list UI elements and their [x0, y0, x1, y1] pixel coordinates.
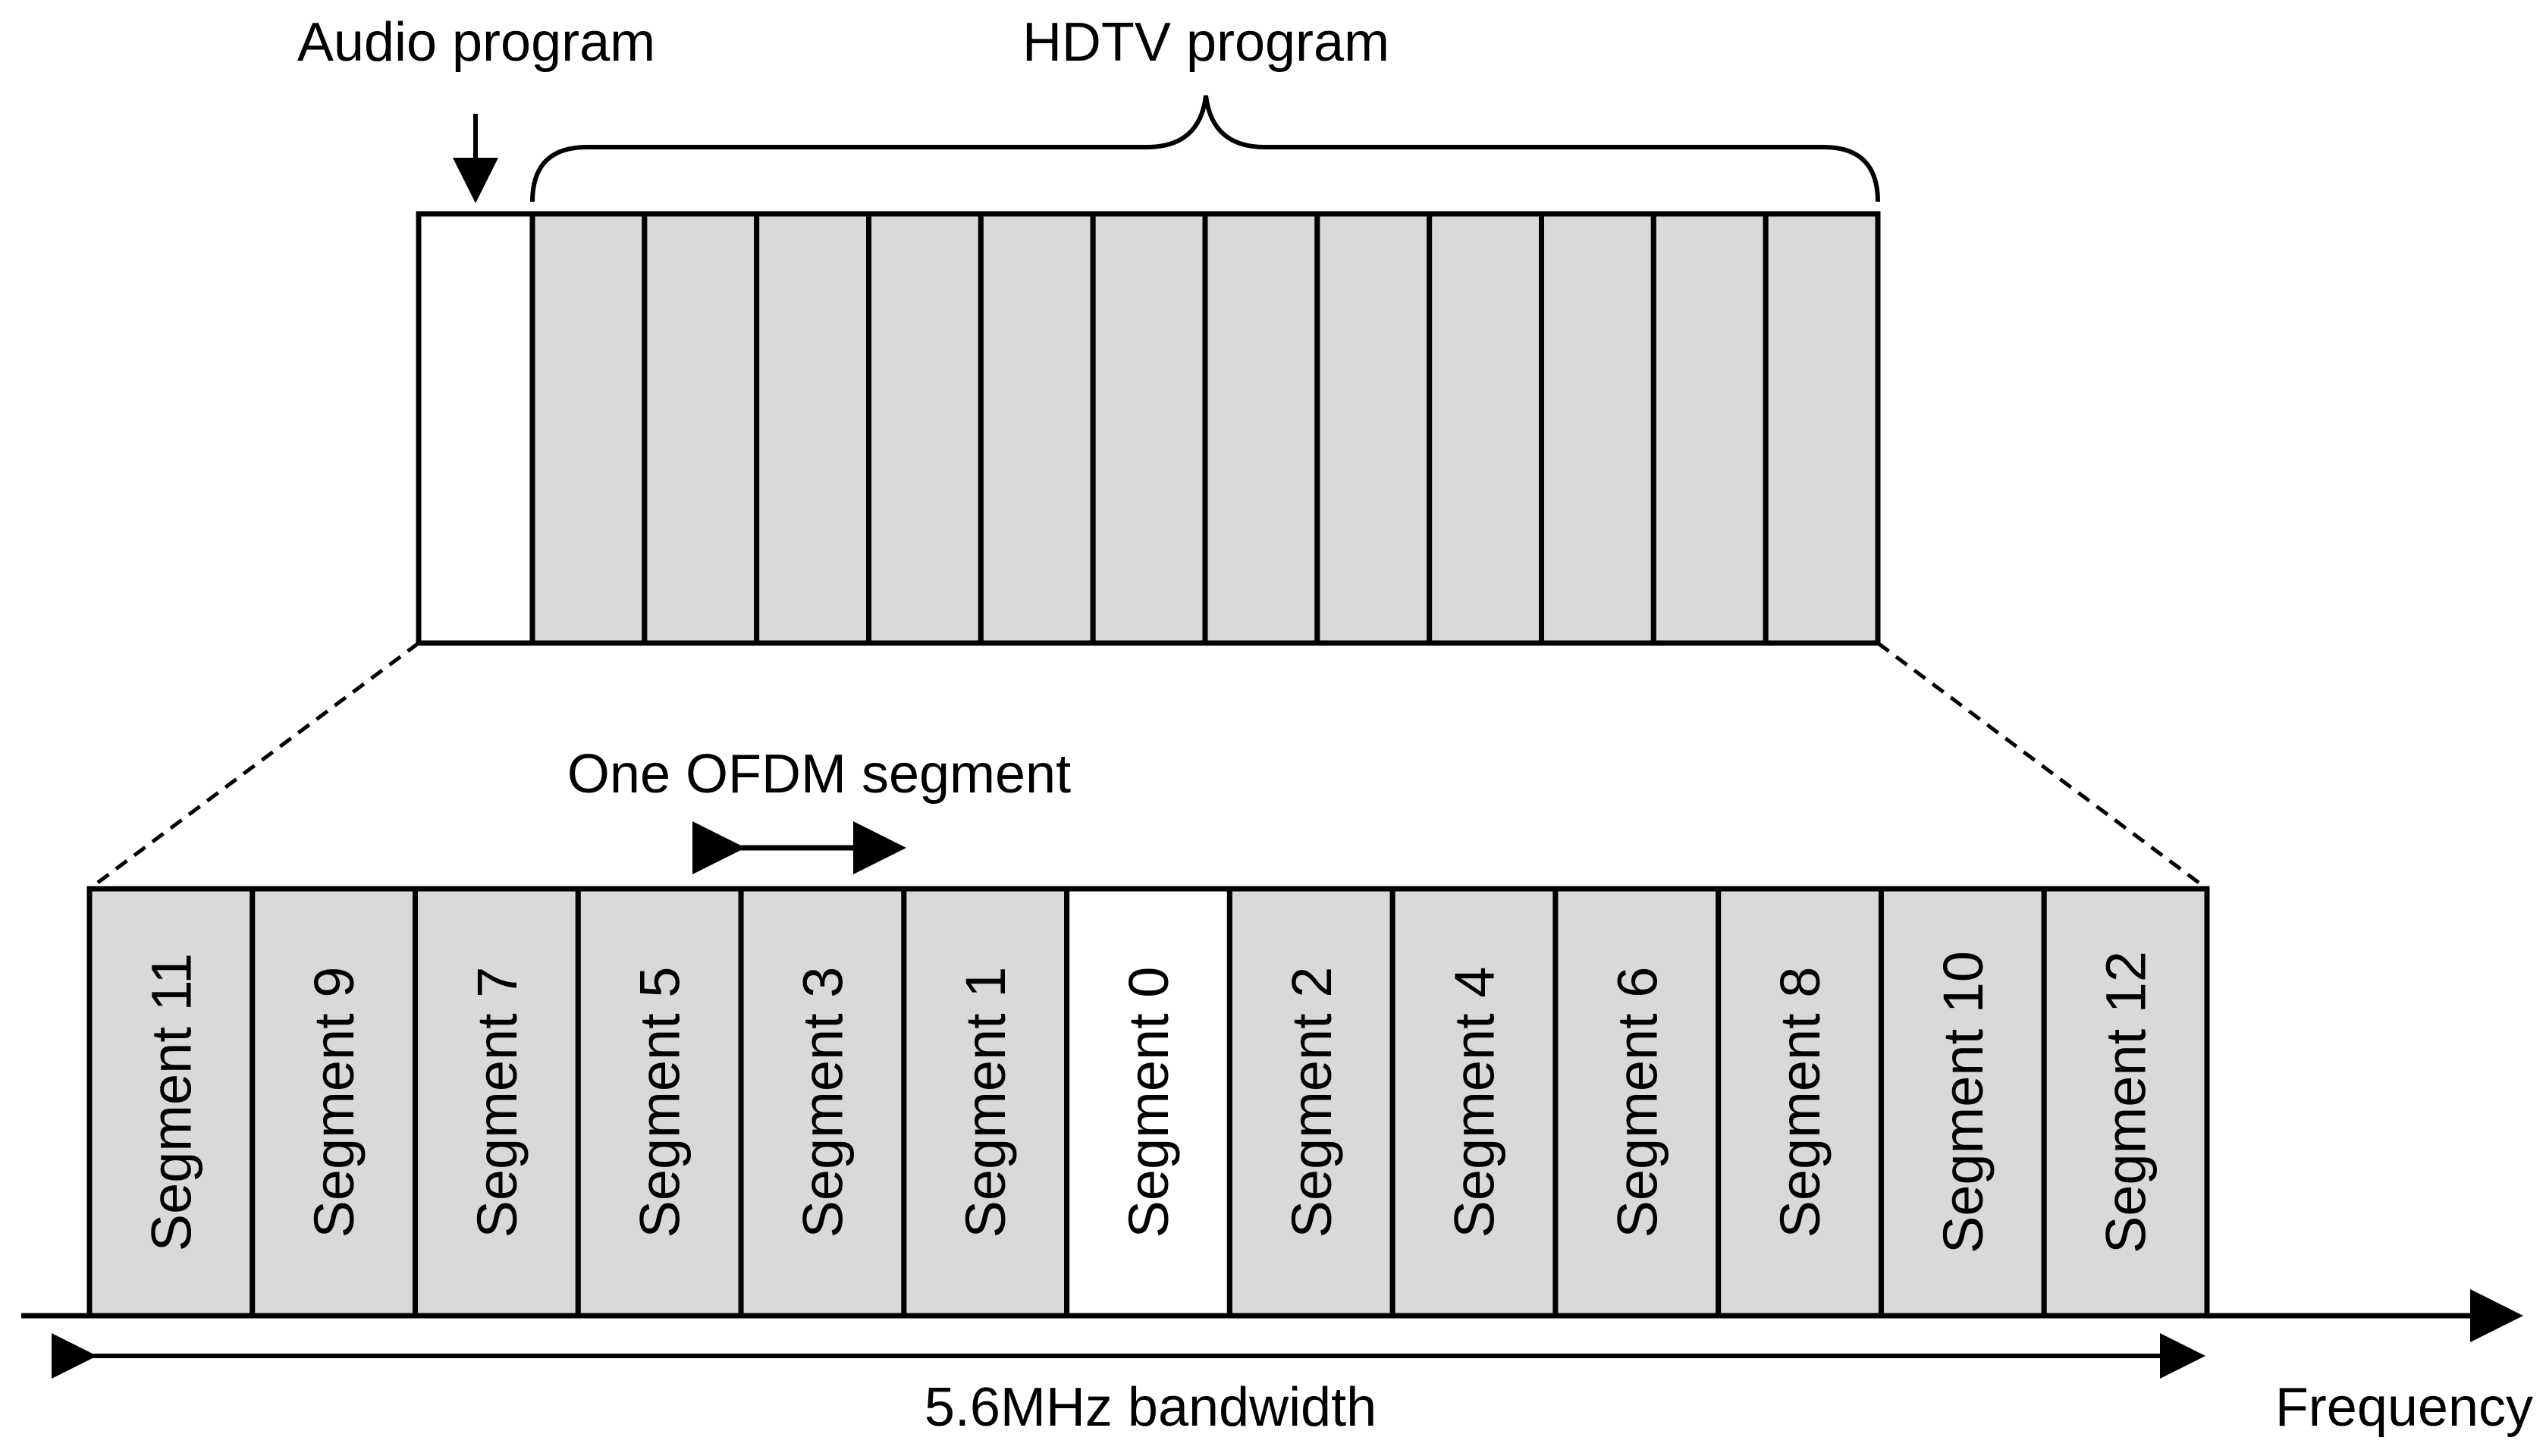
- hdtv-brace: [530, 95, 1880, 202]
- frequency-label: Frequency: [2275, 1377, 2533, 1438]
- segment-box: [1878, 886, 2047, 1319]
- segment-label: Segment 10: [1932, 951, 1995, 1254]
- hdtv-program-cell: [1763, 211, 1881, 646]
- hdtv-program-cell: [642, 211, 760, 646]
- segment-label: Segment 0: [1117, 967, 1180, 1238]
- expansion-line-left: [88, 641, 420, 891]
- segment-label: Segment 4: [1443, 967, 1506, 1238]
- segment-box: [575, 886, 744, 1319]
- hdtv-program-cell: [1314, 211, 1433, 646]
- segment-box: [413, 886, 581, 1319]
- expansion-line-right: [1876, 641, 2209, 891]
- audio-program-label: Audio program: [297, 12, 655, 73]
- segment-label: Segment 9: [303, 967, 366, 1238]
- segment-label: Segment 6: [1606, 967, 1669, 1238]
- hdtv-program-cell: [866, 211, 984, 646]
- hdtv-program-cell: [1427, 211, 1544, 646]
- segment-box: [1716, 886, 1884, 1319]
- hdtv-program-cell: [1202, 211, 1320, 646]
- segment-label: Segment 5: [629, 967, 692, 1238]
- hdtv-program-cell: [1090, 211, 1208, 646]
- bandwidth-label: 5.6MHz bandwidth: [925, 1377, 1377, 1438]
- segment-row: Segment 11 Segment 9 Segment 7 Segment 5 Seg…: [86, 886, 2210, 1319]
- segment-label: Segment 11: [140, 953, 202, 1252]
- segment-box: [1064, 886, 1232, 1319]
- segment-label: Segment 3: [791, 967, 854, 1238]
- hdtv-program-label: HDTV program: [1022, 12, 1389, 73]
- one-ofdm-segment-label: One OFDM segment: [567, 744, 1071, 805]
- segment-label: Segment 2: [1280, 967, 1343, 1238]
- segment-label: Segment 1: [954, 967, 1017, 1238]
- top-block: [416, 211, 1881, 646]
- hdtv-program-cell: [529, 211, 648, 646]
- segment-label: Segment 8: [1769, 967, 1832, 1238]
- segment-box: [250, 886, 419, 1319]
- segment-box: [901, 886, 1070, 1319]
- hdtv-program-cell: [1539, 211, 1656, 646]
- segment-label: Segment 12: [2095, 951, 2158, 1254]
- hdtv-program-cell: [978, 211, 1096, 646]
- hdtv-program-cell: [754, 211, 872, 646]
- segment-label: Segment 7: [466, 967, 529, 1238]
- segment-box: [86, 886, 256, 1319]
- segment-box: [2041, 886, 2210, 1319]
- audio-program-cell: [416, 211, 535, 646]
- hdtv-program-cell: [1650, 211, 1769, 646]
